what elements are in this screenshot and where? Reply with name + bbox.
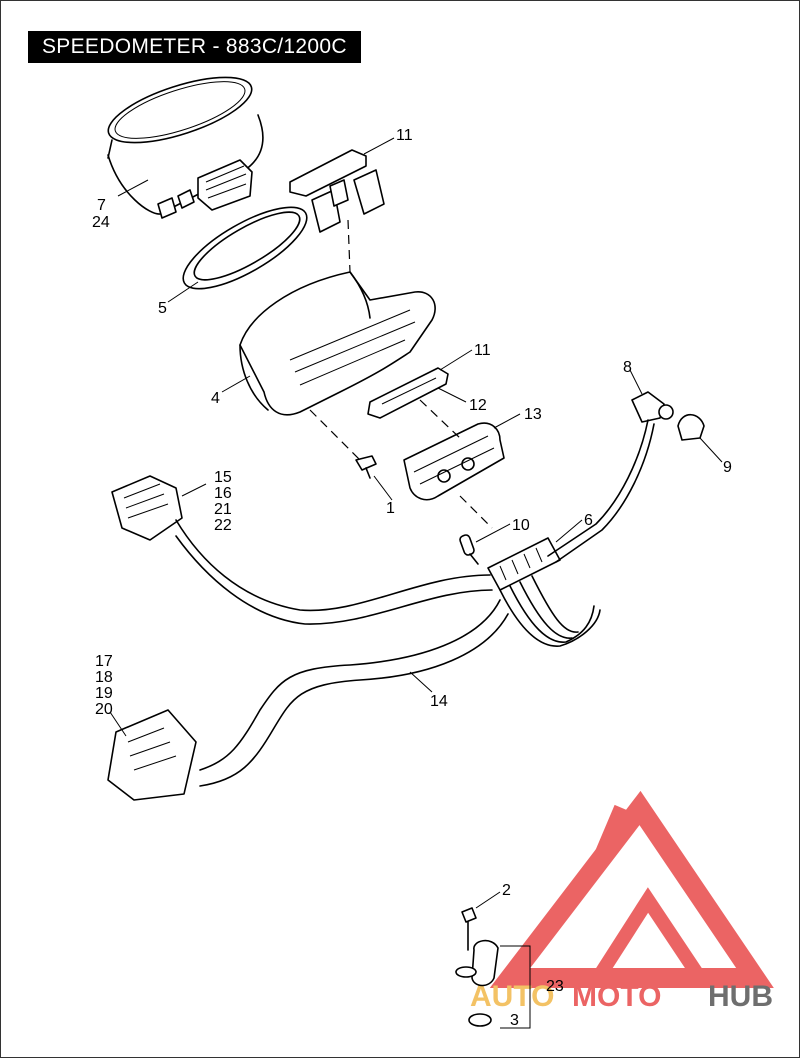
bulb-sockets: [487, 419, 655, 647]
callout-7: 7: [97, 197, 106, 214]
connector-block-upper: [289, 149, 385, 233]
bulb-part-10: [459, 534, 479, 565]
switch-cap: [677, 413, 705, 441]
callout-24: 24: [92, 214, 110, 231]
diagram-title: SPEEDOMETER - 883C/1200C: [28, 31, 361, 63]
wiring-harness: [107, 475, 509, 801]
callout-15: 15: [214, 469, 232, 486]
callout-3: 3: [510, 1012, 519, 1029]
callout-11-lower: 11: [474, 342, 491, 359]
callout-9: 9: [723, 459, 732, 476]
indicator-switch: [631, 391, 674, 423]
callout-23: 23: [546, 978, 564, 995]
callout-16: 16: [214, 485, 232, 502]
watermark-hub: HUB: [708, 980, 773, 1013]
callout-1: 1: [386, 500, 395, 517]
callout-5: 5: [158, 300, 167, 317]
callout-12: 12: [469, 397, 487, 414]
callout-10: 10: [512, 517, 530, 534]
watermark-logo: AUTO MOTO HUB: [470, 790, 774, 1013]
callout-11-upper: 11: [396, 127, 413, 144]
assembly-lines: [309, 219, 493, 529]
callout-2: 2: [502, 882, 511, 899]
callout-21: 21: [214, 501, 232, 518]
callout-8: 8: [623, 359, 632, 376]
connector-seal-lower: [367, 367, 449, 419]
callout-4: 4: [211, 390, 220, 407]
mounting-bracket: [403, 422, 505, 501]
callout-20: 20: [95, 701, 113, 718]
screw-part-1: [355, 455, 377, 479]
watermark-triangle: [489, 790, 774, 988]
callout-19: 19: [95, 685, 113, 702]
leader-lines: [109, 137, 723, 909]
callout-17: 17: [95, 653, 113, 670]
speedometer-housing: [239, 271, 436, 416]
watermark-moto: MOTO: [572, 980, 661, 1013]
callout-labels: 7 24 11 5 4 11 12 13 8 9 1 10 6 15 16 21…: [92, 127, 732, 1029]
callout-6: 6: [584, 512, 593, 529]
callout-13: 13: [524, 406, 542, 423]
callout-14: 14: [430, 693, 448, 710]
callout-22: 22: [214, 517, 232, 534]
bottom-fastener-group: [455, 907, 531, 1029]
speedometer-gauge: [107, 76, 264, 219]
callout-18: 18: [95, 669, 113, 686]
gasket-ring: [182, 206, 308, 290]
